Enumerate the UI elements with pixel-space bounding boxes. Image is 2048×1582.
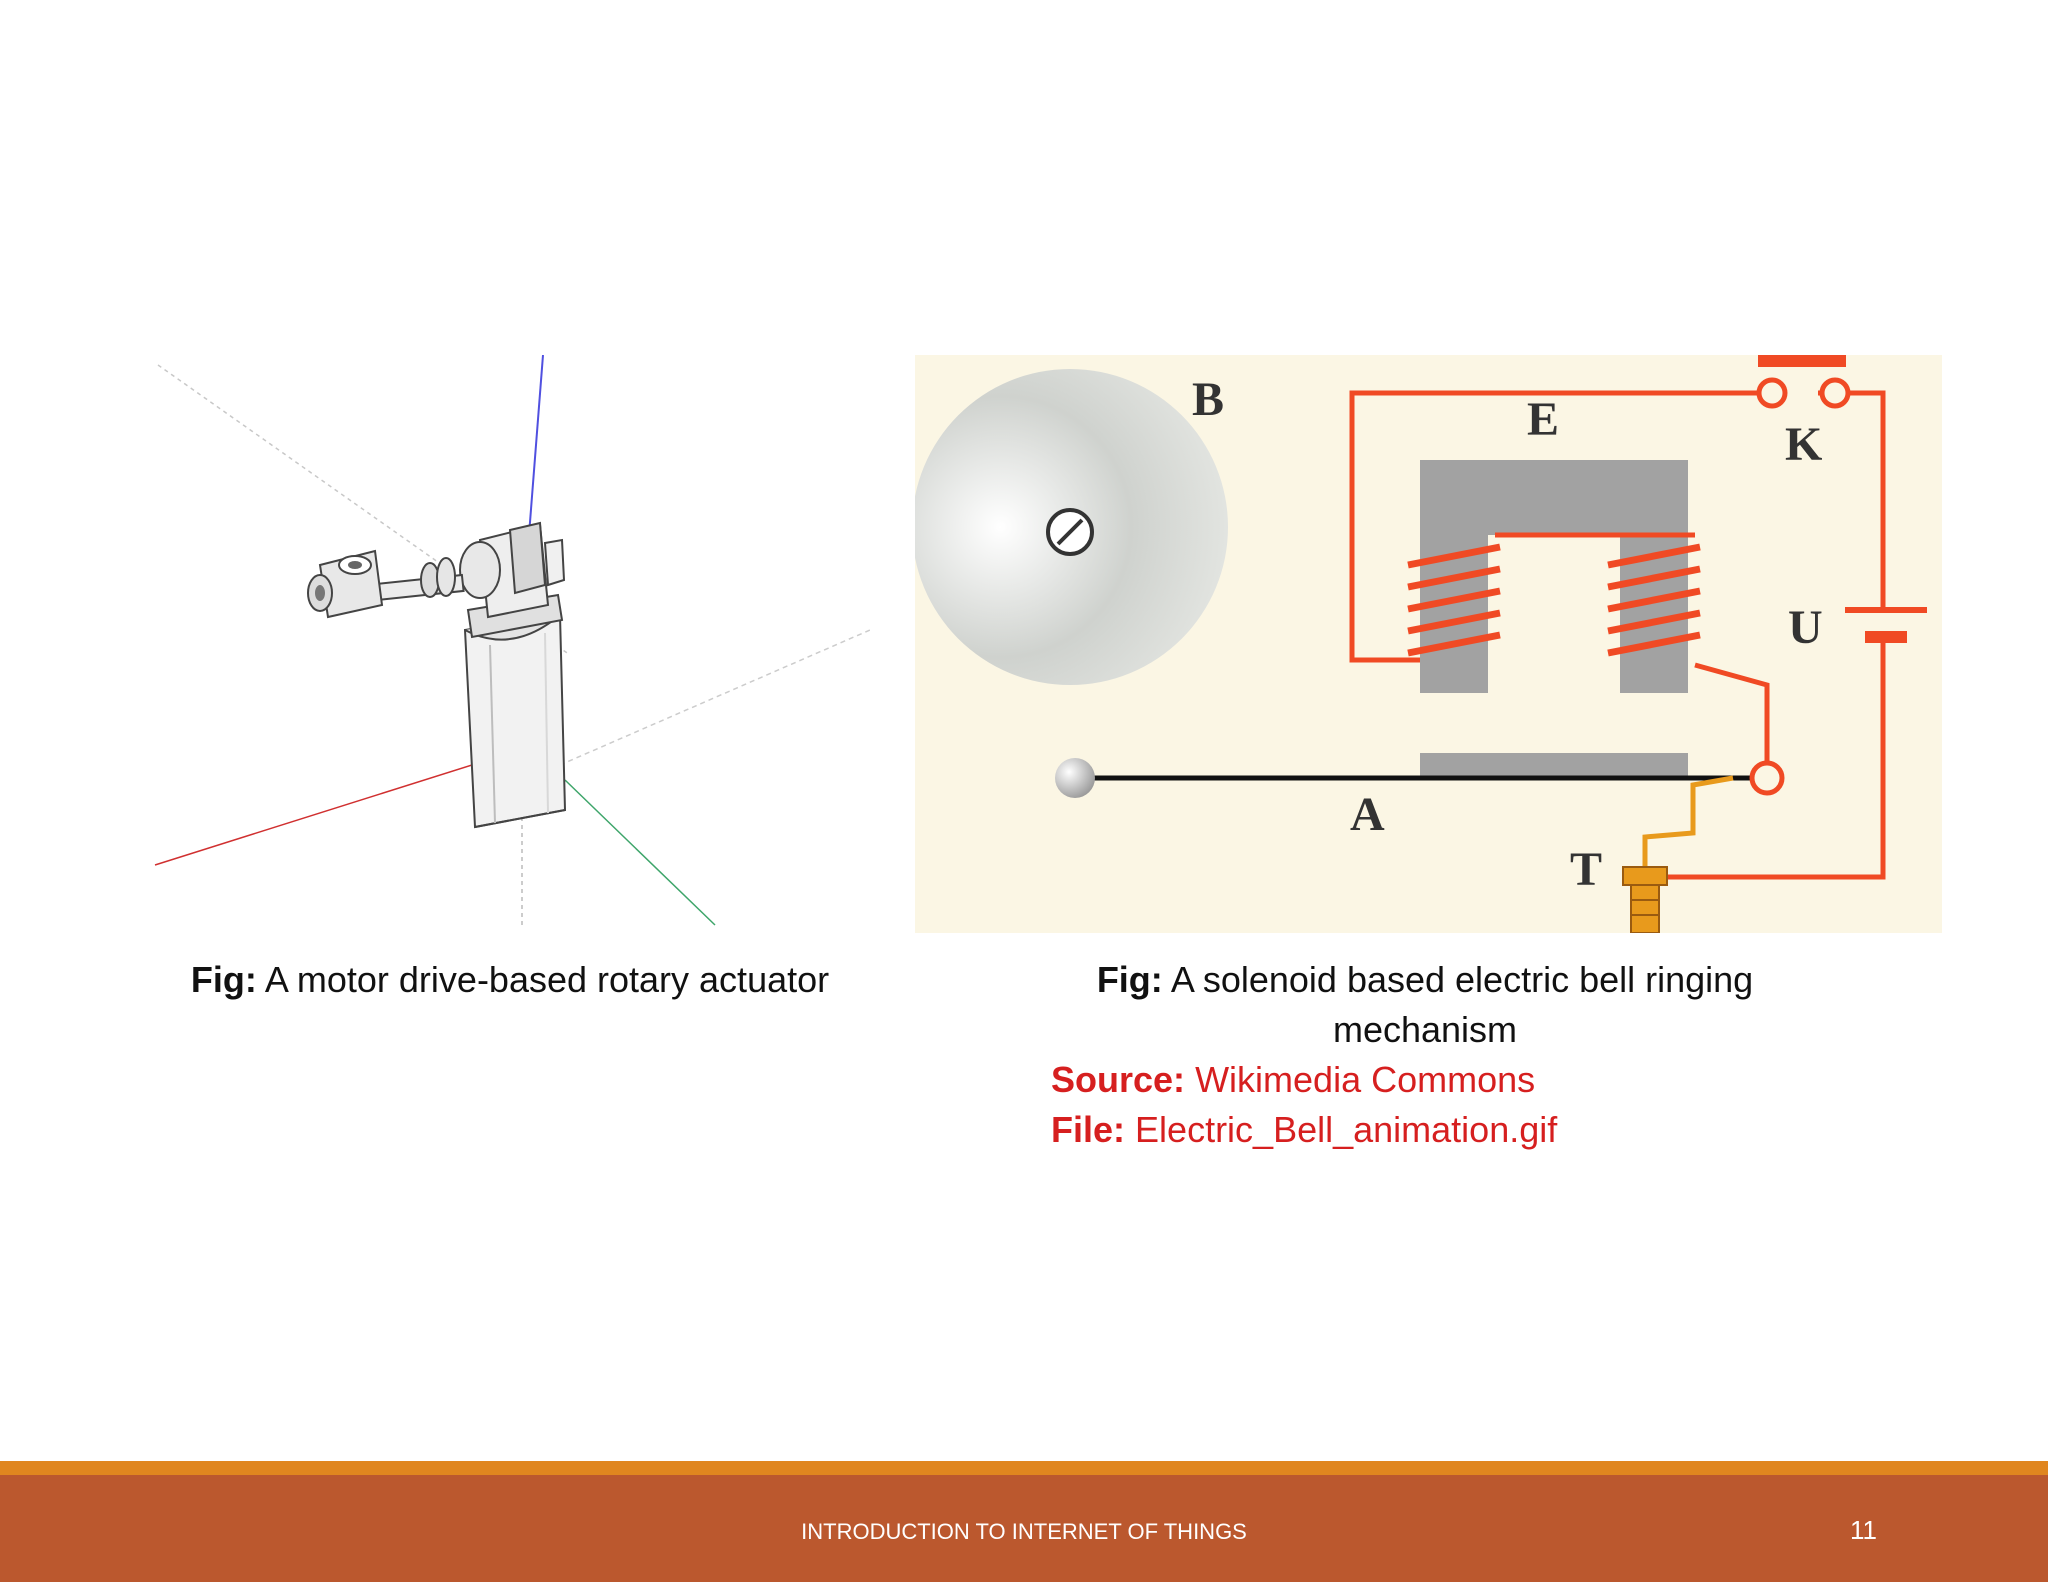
gear-head xyxy=(459,521,566,639)
battery-symbol xyxy=(1845,607,1927,643)
hammer-ball xyxy=(1055,758,1095,798)
contact-screw xyxy=(1622,775,1734,934)
label-armature: A xyxy=(1350,788,1385,841)
rotary-actuator-illustration xyxy=(154,354,871,926)
contact-terminal xyxy=(1749,760,1785,796)
axis-line-red xyxy=(154,752,511,866)
shaft-coupling xyxy=(307,549,384,619)
caption-prefix: Fig: xyxy=(190,959,257,1000)
footer-title: INTRODUCTION TO INTERNET OF THINGS xyxy=(801,1519,1247,1544)
left-figure-caption: Fig: A motor drive-based rotary actuator xyxy=(170,955,850,1005)
source-attribution: Source: Wikimedia Commons File: Electric… xyxy=(1051,1055,1557,1155)
page-number: 11 xyxy=(1850,1515,1877,1545)
axis-line-green xyxy=(564,779,716,926)
armature-plate xyxy=(1420,753,1688,779)
label-key: K xyxy=(1785,418,1822,471)
caption-text: A motor drive-based rotary actuator xyxy=(264,959,830,1000)
label-terminal: T xyxy=(1570,843,1602,896)
file-value: Electric_Bell_animation.gif xyxy=(1135,1109,1558,1150)
file-line: File: Electric_Bell_animation.gif xyxy=(1051,1105,1557,1155)
file-label: File: xyxy=(1051,1109,1126,1150)
source-label: Source: xyxy=(1051,1059,1186,1100)
label-battery: U xyxy=(1788,601,1823,654)
right-figure-caption: Fig: A solenoid based electric bell ring… xyxy=(1000,955,1850,1055)
label-electromagnet: E xyxy=(1527,393,1559,446)
rotary-actuator-figure xyxy=(150,354,871,930)
caption-text: A solenoid based electric bell ringing m… xyxy=(1170,959,1754,1050)
source-value: Wikimedia Commons xyxy=(1195,1059,1536,1100)
label-bell: B xyxy=(1192,373,1224,426)
electric-bell-diagram: B E K U A T xyxy=(912,355,1942,934)
push-key-switch xyxy=(1756,355,1851,409)
footer-bar xyxy=(0,1475,2048,1582)
source-line: Source: Wikimedia Commons xyxy=(1051,1055,1557,1105)
motor-body xyxy=(463,613,567,829)
axis-line-grey-right xyxy=(559,629,871,766)
caption-prefix: Fig: xyxy=(1096,959,1163,1000)
output-shaft xyxy=(366,557,465,602)
electromagnet-coils xyxy=(1407,543,1701,657)
electric-bell-figure: B E K U A T xyxy=(912,355,1942,934)
footer-stripe xyxy=(0,1461,2048,1475)
